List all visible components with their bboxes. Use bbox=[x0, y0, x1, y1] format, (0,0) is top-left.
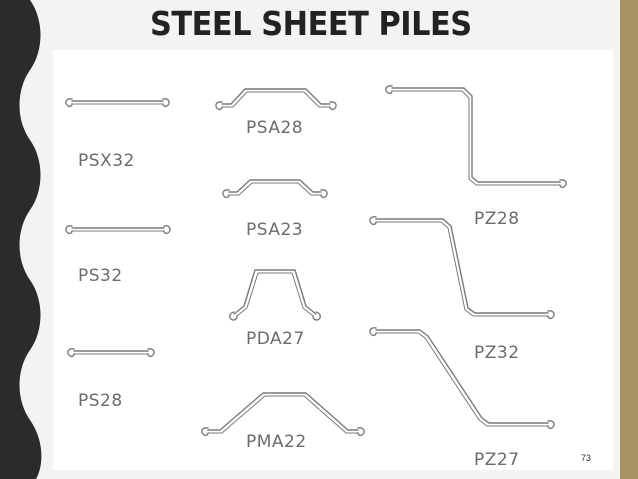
section-ps32: PS32 bbox=[65, 225, 171, 286]
section-pz27: PZ27 bbox=[369, 327, 555, 470]
interlock-left bbox=[65, 98, 73, 108]
section-label: PMA22 bbox=[246, 432, 307, 452]
section-label: PSX32 bbox=[78, 151, 135, 171]
interlock-right bbox=[547, 420, 555, 430]
section-label: PZ28 bbox=[474, 209, 520, 229]
interlock-left bbox=[229, 311, 238, 321]
interlock-left bbox=[215, 101, 223, 111]
interlock-right bbox=[320, 189, 328, 199]
section-label: PZ32 bbox=[474, 343, 520, 363]
wavy-left-border bbox=[0, 0, 42, 479]
section-label: PS32 bbox=[78, 266, 123, 286]
section-pz28: PZ28 bbox=[385, 85, 567, 229]
interlock-left bbox=[222, 189, 230, 199]
interlock-right bbox=[312, 311, 321, 321]
interlock-left bbox=[369, 216, 377, 226]
interlock-right bbox=[147, 348, 155, 358]
section-label: PSA23 bbox=[246, 220, 303, 240]
page-number: 73 bbox=[581, 453, 592, 463]
interlock-right bbox=[163, 225, 171, 235]
wave-edge bbox=[0, 0, 42, 479]
sheet-pile-diagram: PSX32 PS32 PS28 PSA28 PSA23 PD bbox=[65, 85, 567, 470]
section-psa23: PSA23 bbox=[222, 179, 328, 240]
right-accent-band bbox=[620, 0, 638, 479]
section-label: PS28 bbox=[78, 391, 123, 411]
section-pma22: PMA22 bbox=[201, 392, 365, 452]
interlock-right bbox=[162, 98, 170, 108]
section-label: PZ27 bbox=[474, 450, 520, 470]
slide-title: STEEL SHEET PILES bbox=[150, 4, 472, 43]
section-pda27: PDA27 bbox=[229, 269, 321, 349]
section-pz32: PZ32 bbox=[369, 216, 555, 363]
interlock-left bbox=[67, 348, 75, 358]
section-psx32: PSX32 bbox=[65, 98, 170, 171]
section-label: PSA28 bbox=[246, 118, 303, 138]
interlock-left bbox=[385, 85, 393, 95]
section-psa28: PSA28 bbox=[215, 88, 337, 138]
interlock-left bbox=[201, 427, 209, 437]
diagram-panel bbox=[53, 50, 613, 470]
interlock-right bbox=[547, 310, 555, 320]
section-label: PDA27 bbox=[246, 329, 305, 349]
interlock-left bbox=[369, 327, 377, 337]
interlock-left bbox=[65, 225, 73, 235]
interlock-right bbox=[357, 427, 365, 437]
interlock-right bbox=[559, 179, 567, 189]
section-ps28: PS28 bbox=[67, 348, 155, 411]
interlock-right bbox=[329, 101, 337, 111]
